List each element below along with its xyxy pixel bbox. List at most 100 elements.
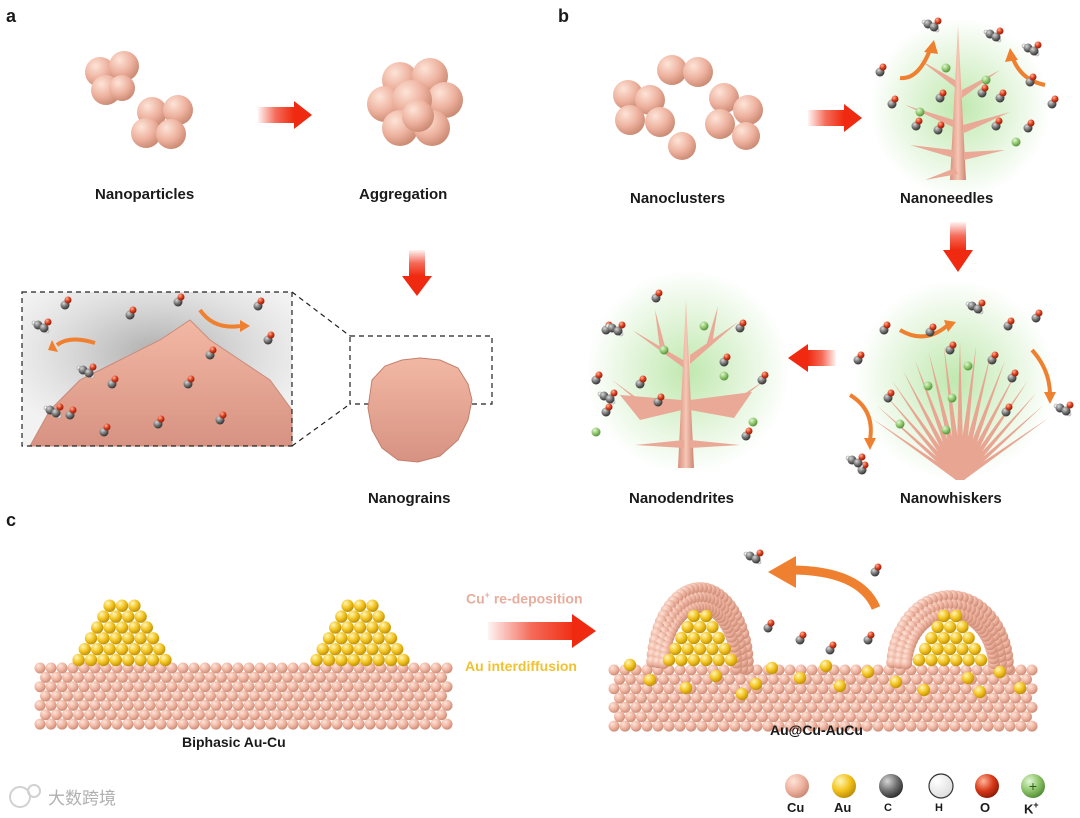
- potassium-ion: [947, 393, 957, 403]
- au-atom: [718, 642, 731, 656]
- cu-atom: [966, 711, 977, 723]
- cu-atom: [133, 681, 145, 693]
- cu-atom: [707, 720, 719, 732]
- cu-atom: [691, 711, 702, 723]
- nanodendrites-illustration: [612, 300, 765, 468]
- cu-atom: [608, 701, 620, 713]
- potassium-ion: [981, 75, 991, 85]
- cu-atom: [614, 692, 625, 704]
- co-molecule: [719, 353, 731, 367]
- cu-atom: [608, 664, 620, 676]
- orange-arrow-left: [55, 337, 96, 347]
- cu-atom: [408, 699, 420, 711]
- cu-atom: [441, 718, 453, 730]
- au-atom: [360, 632, 373, 645]
- cu-atom: [403, 671, 414, 683]
- cu-atom: [779, 711, 790, 723]
- oxygen-atom: [44, 318, 52, 326]
- au-islands-left: [72, 599, 410, 667]
- watermark-logo: [9, 784, 41, 808]
- cu-atom: [817, 701, 829, 713]
- cu-atom: [806, 664, 818, 676]
- cu-atom: [320, 681, 332, 693]
- au-atom: [372, 610, 385, 623]
- co-molecule: [1003, 317, 1015, 331]
- au-atom: [962, 653, 975, 667]
- oxygen-atom: [64, 296, 72, 304]
- au-atom: [146, 653, 160, 667]
- adsorbates: [31, 17, 1074, 655]
- carbon-atom: [853, 458, 863, 468]
- cu-atom: [227, 709, 238, 721]
- cu-atom: [861, 683, 873, 695]
- au-atom: [669, 642, 682, 656]
- cu-atom: [67, 718, 79, 730]
- cu-atom: [751, 664, 763, 676]
- oxygen-atom: [745, 427, 753, 435]
- cu-atom: [784, 720, 796, 732]
- cu-atom: [216, 690, 227, 702]
- cu-atom: [955, 692, 966, 704]
- panel-label-c: c: [6, 510, 17, 530]
- au-atom: [353, 621, 367, 634]
- cu-atom: [430, 681, 442, 693]
- c2-molecule: [921, 17, 942, 33]
- cu-atom: [674, 720, 686, 732]
- cu-atom: [867, 711, 878, 723]
- cu-atom: [166, 699, 178, 711]
- cu-atom: [724, 711, 735, 723]
- cu-atom: [630, 701, 642, 713]
- cu-atom: [133, 718, 145, 730]
- oxygen-atom: [257, 297, 265, 305]
- co-molecule: [863, 631, 875, 645]
- au-atom: [974, 653, 988, 667]
- label-nanowhiskers: Nanowhiskers: [900, 490, 1002, 507]
- cu-atom: [298, 699, 310, 711]
- carbon-atom: [973, 304, 983, 314]
- cu-atom: [944, 692, 955, 704]
- cu-atom: [353, 681, 365, 693]
- whisker-needle: [928, 351, 964, 480]
- cu-atom: [828, 720, 840, 732]
- cu-atom: [441, 699, 453, 711]
- co-molecule: [945, 341, 957, 355]
- cu-atom: [111, 681, 123, 693]
- c2-molecule: [597, 389, 618, 405]
- cu-atom: [430, 662, 442, 674]
- cu-atom: [419, 699, 431, 711]
- au-atom: [134, 632, 147, 645]
- cu-atom: [982, 720, 994, 732]
- potassium-ion: [915, 107, 925, 117]
- oxygen-atom: [605, 403, 613, 411]
- cu-atom: [287, 662, 299, 674]
- cu-atom: [315, 671, 326, 683]
- potassium-ion: [1011, 137, 1021, 147]
- cu-atom: [232, 718, 244, 730]
- carbon-atom: [991, 32, 1001, 42]
- cu-atom: [210, 718, 222, 730]
- cu-atom: [375, 699, 387, 711]
- legend-swatch-au: [832, 774, 856, 798]
- cu-atom: [40, 709, 51, 721]
- cu-atom: [254, 681, 266, 693]
- cu-atom: [188, 718, 200, 730]
- cu-atom: [900, 711, 911, 723]
- oxygen-atom: [1027, 119, 1035, 127]
- oxygen-atom: [618, 321, 626, 329]
- oxygen-atom: [981, 84, 989, 92]
- arrow-down-1-head: [402, 276, 432, 296]
- cu-atom: [199, 662, 211, 674]
- whisker-needle: [956, 392, 1037, 480]
- potassium-ion: [895, 419, 905, 429]
- co-molecule: [253, 297, 265, 311]
- cu-atom: [34, 662, 46, 674]
- cu-atom: [790, 711, 801, 723]
- carbon-atom: [613, 326, 623, 336]
- au-atom: [341, 642, 354, 656]
- au-atom: [103, 642, 116, 656]
- nanoparticles-illustration: [85, 51, 193, 149]
- oxygen-atom: [978, 299, 986, 307]
- cu-atom: [652, 683, 664, 695]
- cu-atom: [128, 671, 139, 683]
- cu-atom: [172, 671, 183, 683]
